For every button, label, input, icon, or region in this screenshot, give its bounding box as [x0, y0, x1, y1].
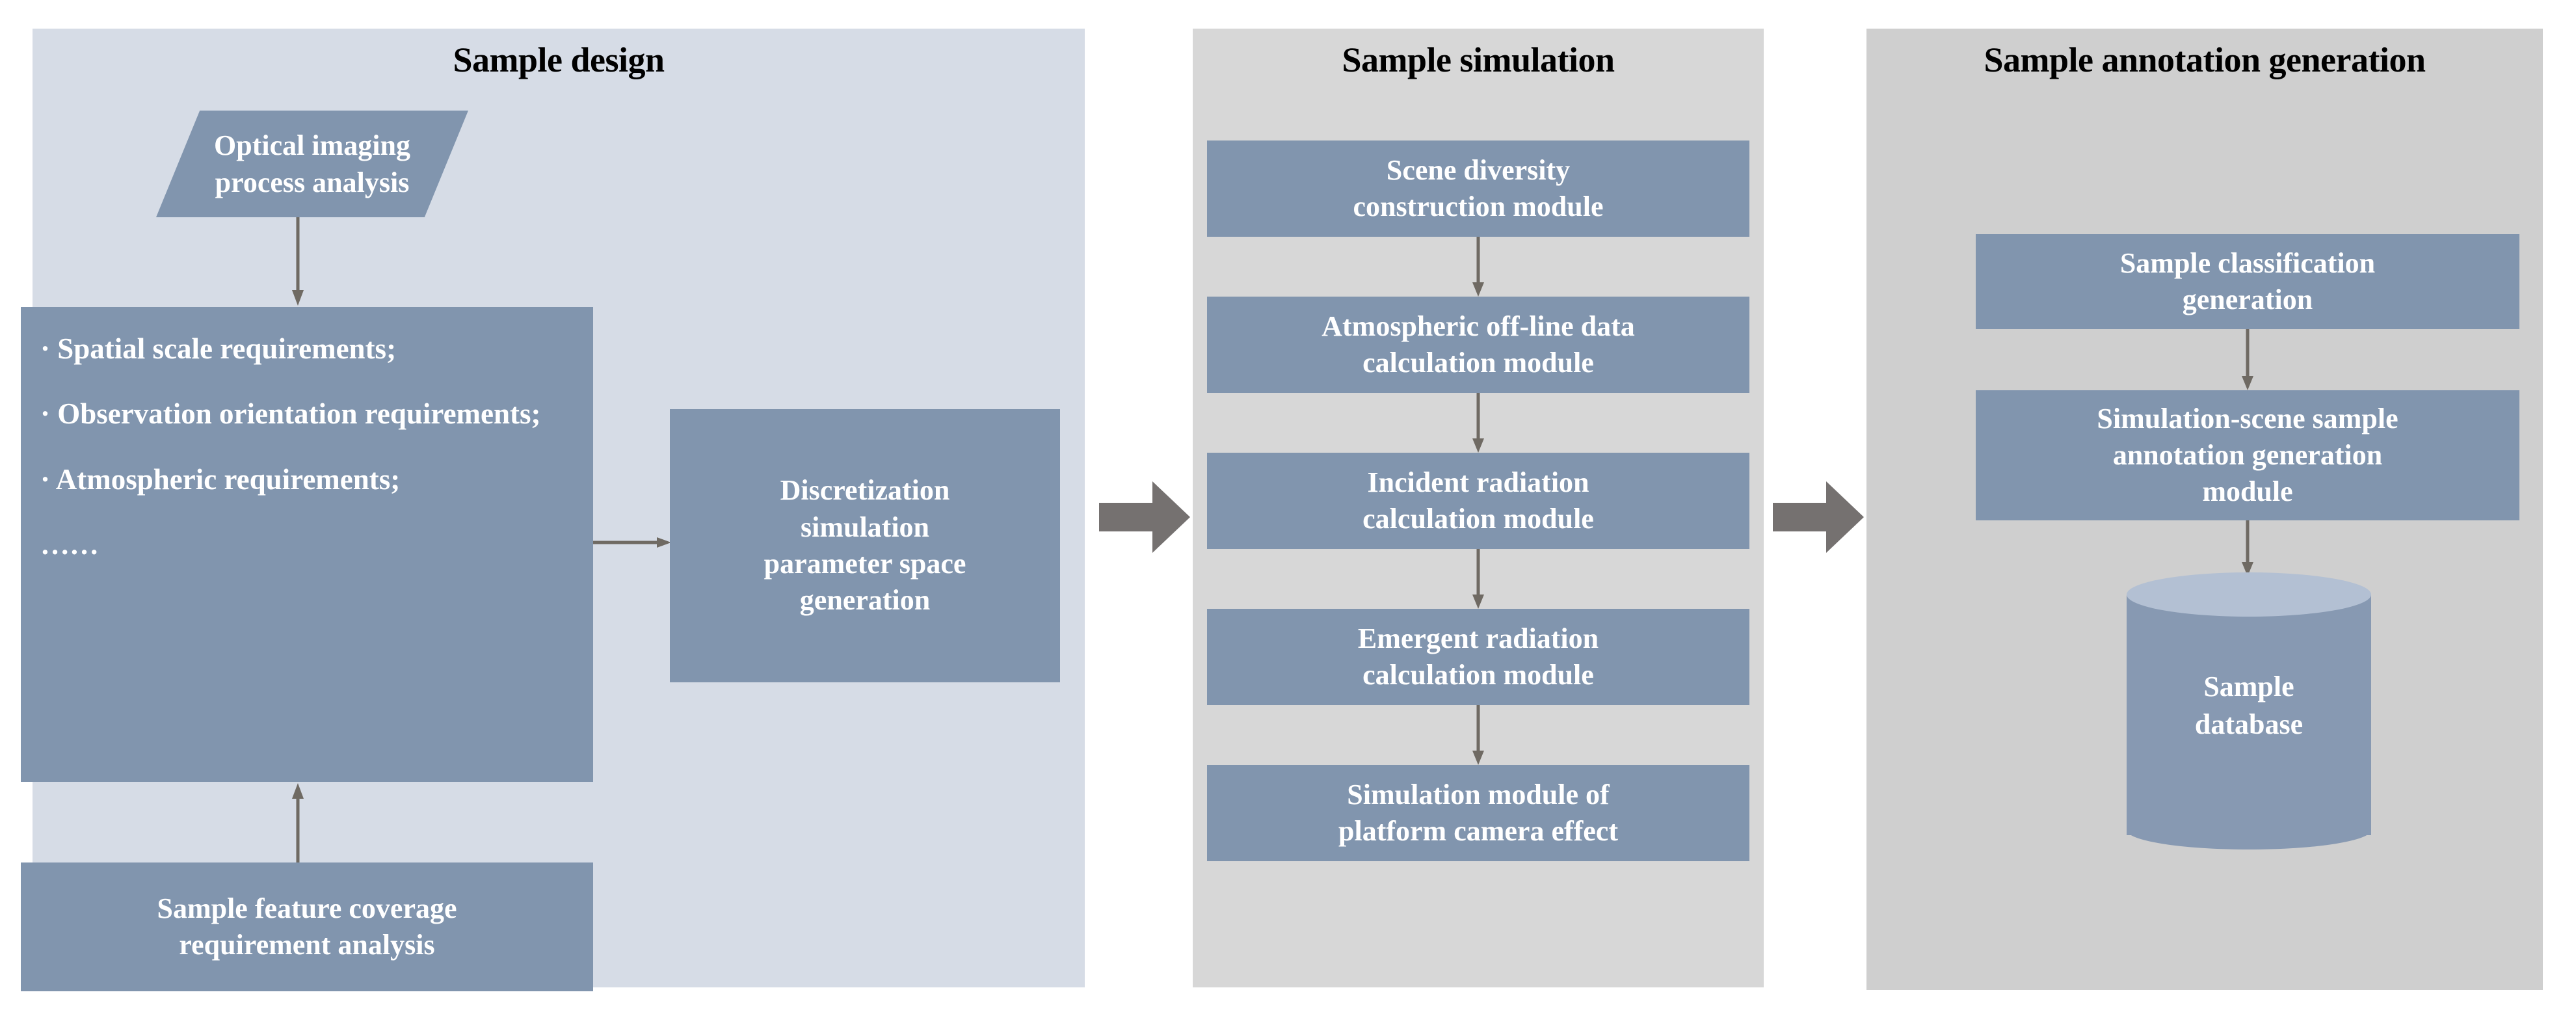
module-line1: Incident radiation [1367, 466, 1589, 498]
connector-classification-to-annotation-module [2241, 329, 2254, 390]
node-annotation-module-line1: Simulation-scene sample [2097, 402, 2398, 434]
connector-module2-to-module3 [1472, 393, 1485, 453]
node-coverage-line2: requirement analysis [179, 929, 435, 961]
cylinder-top-ellipse [2127, 572, 2371, 617]
module-line1: Emergent radiation [1357, 622, 1599, 654]
module-line1: Atmospheric off-line data [1321, 310, 1635, 342]
requirement-item: · Atmospheric requirements; [40, 462, 401, 496]
node-discretization-simulation-parameter-space-generation: Discretization simulation parameter spac… [670, 409, 1060, 682]
requirement-item: …… [40, 528, 99, 561]
requirement-item: · Observation orientation requirements; [40, 397, 541, 431]
node-annotation-module-line2: annotation generation [2112, 438, 2383, 471]
panel-sample-simulation: Sample simulation Scene diversity constr… [1193, 29, 1764, 987]
connector-coverage-to-requirements [291, 783, 304, 862]
module-line1: Scene diversity [1386, 154, 1571, 186]
stage-arrow-design-to-simulation [1099, 481, 1190, 553]
connector-module1-to-module2 [1472, 237, 1485, 297]
node-discretization-line1: Discretization [780, 474, 950, 507]
cylinder-body [2127, 595, 2371, 835]
panel-sample-design: Sample design Optical imaging process an… [21, 29, 1085, 991]
connector-optical-to-requirements [291, 217, 304, 306]
node-annotation-module-line3: module [2202, 475, 2293, 508]
connector-annotation-module-to-database [2241, 520, 2254, 576]
node-sample-feature-coverage-requirement-analysis: Sample feature coverage requirement anal… [21, 862, 593, 991]
node-discretization-line4: generation [799, 584, 931, 617]
module-line1: Simulation module of [1347, 778, 1610, 810]
node-classification-line2: generation [2182, 284, 2313, 315]
module-line2: calculation module [1362, 503, 1594, 535]
connector-requirements-to-discretization [593, 536, 671, 549]
module-line2: construction module [1353, 191, 1604, 222]
module-line2: calculation module [1362, 347, 1594, 379]
node-database-line1: Sample [2203, 671, 2294, 703]
module-line2: calculation module [1362, 659, 1594, 691]
panel-sample-annotation-generation: Sample annotation generation Sample clas… [1866, 29, 2543, 990]
panel-title-sample-annotation-generation: Sample annotation generation [1984, 40, 2426, 79]
node-incident-radiation-calculation-module: Incident radiation calculation module [1207, 453, 1749, 549]
requirement-item: · Spatial scale requirements; [40, 332, 397, 365]
node-coverage-line1: Sample feature coverage [157, 892, 457, 924]
node-emergent-radiation-calculation-module: Emergent radiation calculation module [1207, 609, 1749, 705]
node-classification-line1: Sample classification [2119, 247, 2376, 279]
panel-title-sample-simulation: Sample simulation [1342, 40, 1615, 79]
node-atmospheric-offline-data-calculation-module: Atmospheric off-line data calculation mo… [1207, 297, 1749, 393]
node-sample-database-cylinder: Sample database [2127, 572, 2371, 849]
node-optical-line1: Optical imaging [214, 129, 410, 161]
node-simulation-module-of-platform-camera-effect: Simulation module of platform camera eff… [1207, 765, 1749, 861]
module-line2: platform camera effect [1338, 815, 1618, 847]
connector-module4-to-module5 [1472, 705, 1485, 765]
node-requirements-list: · Spatial scale requirements; · Observat… [21, 307, 593, 782]
connector-module3-to-module4 [1472, 549, 1485, 609]
node-database-line2: database [2194, 708, 2304, 740]
node-database-label: Sample database [2127, 668, 2371, 742]
stage-arrow-simulation-to-annotation [1773, 481, 1864, 553]
node-sample-classification-generation: Sample classification generation [1976, 234, 2519, 329]
node-scene-diversity-construction-module: Scene diversity construction module [1207, 140, 1749, 237]
node-discretization-line3: parameter space [764, 548, 966, 580]
node-simulation-scene-sample-annotation-generation-module: Simulation-scene sample annotation gener… [1976, 390, 2519, 520]
node-optical-line2: process analysis [215, 167, 410, 198]
node-discretization-line2: simulation [800, 511, 930, 543]
node-optical-imaging-process-analysis: Optical imaging process analysis [156, 111, 468, 217]
panel-title-sample-design: Sample design [453, 40, 665, 79]
